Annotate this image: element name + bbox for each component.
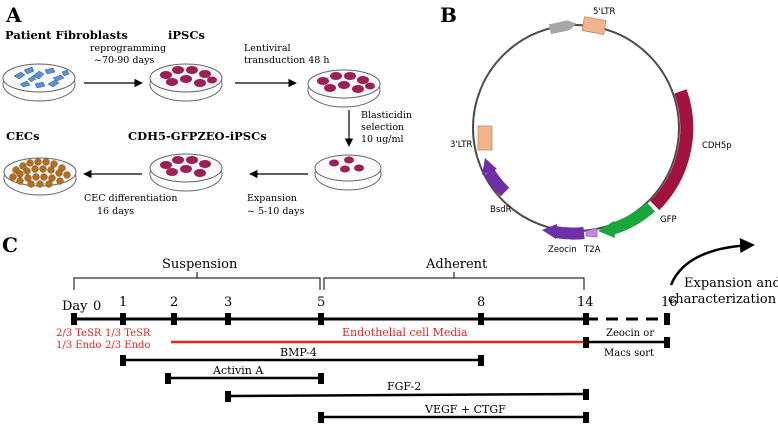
dish-selected xyxy=(314,154,382,191)
transduced-colonies xyxy=(317,72,375,93)
factor-fgf2-label: FGF-2 xyxy=(387,380,421,393)
selected-colonies xyxy=(329,156,364,173)
phase-adherent: Adherent xyxy=(425,257,488,272)
day-3-label: 3 xyxy=(224,295,232,310)
label-gfp: GFP xyxy=(660,215,677,225)
panel-b: B 5'LTR CDH5p GFP T2A Zeocin BsdR 3'LTR xyxy=(440,3,732,255)
step-reprogramming-2: ~70-90 days xyxy=(94,55,154,66)
gfp-gene xyxy=(610,202,655,235)
media-endothelial: Endothelial cell Media xyxy=(342,326,468,339)
media-d1-1: 1/3 TeSR xyxy=(105,328,151,339)
dish-cecs xyxy=(3,157,77,196)
step-expansion-2: ~ 5-10 days xyxy=(247,206,304,217)
step-blasticidin-3: 10 ug/ml xyxy=(361,134,404,145)
dish-cdh5-ipscs xyxy=(149,153,223,192)
panel-c-letter: C xyxy=(2,233,18,257)
label-cdh5p: CDH5p xyxy=(702,141,732,151)
dish-transduced xyxy=(307,69,381,108)
panel-b-letter: B xyxy=(440,3,457,27)
label-ipscs: iPSCs xyxy=(168,28,205,42)
step-reprogramming-1: reprogramming xyxy=(90,43,166,54)
panel-c: C Suspension Adherent Expansion and char… xyxy=(2,233,778,423)
label-t2a: T2A xyxy=(583,245,601,255)
panel-a-letter: A xyxy=(5,3,22,27)
bsdr-gene xyxy=(483,168,510,197)
step-lentiviral-2: transduction 48 h xyxy=(244,55,329,66)
cdh5-colonies xyxy=(160,156,211,177)
step-expansion-1: Expansion xyxy=(247,193,297,204)
day-16-label: 16 xyxy=(661,295,678,310)
day-2-label: 2 xyxy=(170,295,178,310)
expansion-text-2: characterization xyxy=(668,292,777,307)
dish-fibroblasts xyxy=(2,63,76,102)
step-blasticidin-1: Blasticidin xyxy=(361,110,412,121)
day-8-label: 8 xyxy=(477,295,485,310)
panel-a: A Patient Fibroblasts iPSCs CECs CDH5-GF… xyxy=(2,3,412,217)
factor-vegf: VEGF + CTGF xyxy=(318,403,589,423)
factor-vegf-label: VEGF + CTGF xyxy=(424,403,506,416)
cdh5p-promoter xyxy=(650,89,694,211)
day-ticks xyxy=(71,313,670,325)
ltr3-box xyxy=(477,125,493,151)
fibroblast-cells xyxy=(13,66,70,89)
label-cecs: CECs xyxy=(6,129,40,143)
zeocin-arrowhead xyxy=(542,224,557,239)
gray-arrow-element xyxy=(548,20,577,35)
sort-text-2: Macs sort xyxy=(604,348,654,359)
ipsc-colonies xyxy=(160,66,217,87)
step-blasticidin-2: selection xyxy=(361,122,404,133)
day-1-label: 1 xyxy=(119,295,127,310)
bracket-adherent xyxy=(323,277,585,290)
factor-fgf2: FGF-2 xyxy=(225,380,589,402)
plasmid-backbone xyxy=(472,24,680,232)
ltr5-box xyxy=(581,16,607,35)
media-d0-1: 2/3 TeSR xyxy=(56,328,102,339)
bsdr-arrowhead xyxy=(482,158,497,175)
bracket-suspension xyxy=(73,277,321,290)
expansion-curved-arrow xyxy=(669,238,755,286)
label-ltr3: 3'LTR xyxy=(450,140,473,150)
expansion-text-1: Expansion and xyxy=(684,276,778,291)
phase-suspension: Suspension xyxy=(162,257,238,272)
day-0-label: 0 xyxy=(93,299,101,314)
label-ltr5: 5'LTR xyxy=(593,7,616,17)
media-d0-2: 1/3 Endo xyxy=(56,340,101,351)
label-cdh5-ipscs: CDH5-GFPZEO-iPSCs xyxy=(128,129,267,143)
factor-activin-label: Activin A xyxy=(212,364,264,377)
day-5-label: 5 xyxy=(317,295,325,310)
media-d1-2: 2/3 Endo xyxy=(105,340,150,351)
day-word: Day xyxy=(62,299,88,314)
t2a-element xyxy=(585,227,598,238)
step-cec-differentiation-2: 16 days xyxy=(97,206,134,217)
factor-bmp4-label: BMP-4 xyxy=(280,346,317,359)
factor-bmp4: BMP-4 xyxy=(120,346,484,366)
label-bsdr: BsdR xyxy=(490,205,512,215)
step-lentiviral-1: Lentiviral xyxy=(244,43,291,54)
day-14-label: 14 xyxy=(577,295,594,310)
media-annotations: 2/3 TeSR 1/3 Endo 1/3 TeSR 2/3 Endo Endo… xyxy=(56,326,468,351)
step-cec-differentiation-1: CEC differentiation xyxy=(84,193,177,204)
cec-cells xyxy=(9,158,71,188)
zeocin-gene xyxy=(553,226,585,240)
label-zeocin: Zeocin xyxy=(548,245,577,255)
gfp-arrowhead xyxy=(598,221,615,238)
factor-activin: Activin A xyxy=(165,364,324,384)
label-patient-fibroblasts: Patient Fibroblasts xyxy=(5,28,128,42)
dish-ipscs xyxy=(149,63,223,102)
sort-text-1: Zeocin or xyxy=(606,328,654,339)
